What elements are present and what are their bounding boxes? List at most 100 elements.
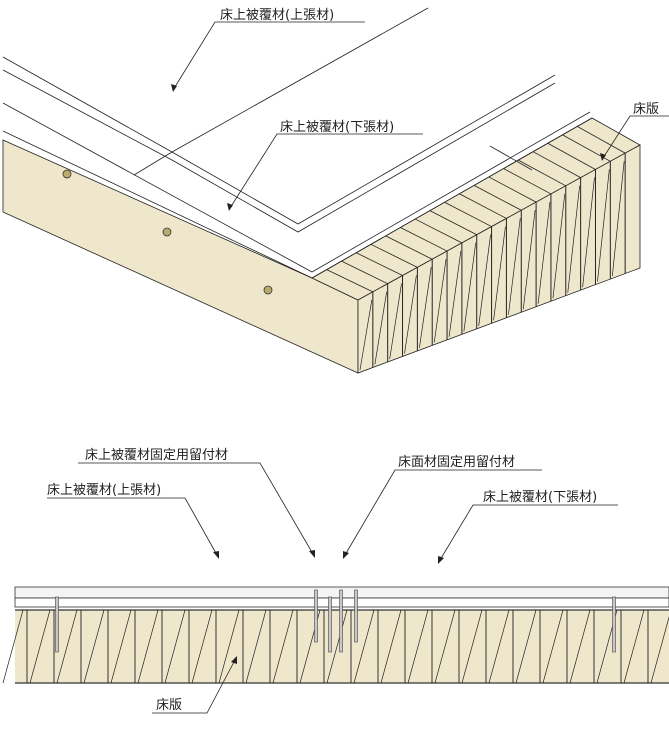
arrow-icon — [600, 153, 606, 161]
section-rib-diagonal — [434, 609, 456, 684]
leader-top-cover — [172, 21, 365, 91]
bottom-board-joint-left — [133, 151, 173, 176]
slab-rib-diagonal — [389, 283, 402, 360]
slab-rib-top — [488, 176, 537, 203]
section-rib-diagonal — [569, 609, 591, 684]
section-rib-diagonal — [2, 609, 24, 684]
slab-rib-top — [459, 193, 507, 219]
nail-icon — [354, 589, 358, 643]
slab-rib-diagonal — [537, 201, 551, 304]
slab-rib-top — [577, 126, 626, 154]
section-rib-diagonal — [542, 609, 564, 684]
leader-top-cover-section — [47, 497, 218, 556]
slab-rib-diagonal — [508, 218, 521, 315]
slab-rib-diagonal — [404, 275, 417, 354]
slab-rib-top — [444, 201, 492, 227]
leader-floor-fastener — [344, 469, 542, 556]
slab-rib-top — [518, 159, 566, 187]
section-rib-diagonal — [164, 609, 186, 684]
isometric-view: 床上被覆材(上張材) 床上被覆材(下張材) 床版 — [2, 7, 669, 374]
section-rib-diagonal — [326, 609, 348, 684]
slab-rib-top — [356, 252, 403, 276]
section-rib-diagonal — [56, 609, 78, 684]
slab-right-face — [357, 144, 641, 374]
slab-rib-top — [429, 210, 477, 236]
section-view: 床上被覆材固定用留付材 床面材固定用留付材 床上被覆材(上張材) 床上被覆材(下… — [2, 448, 669, 714]
leader-bottom-cover-section — [439, 504, 618, 561]
section-rib-diagonal — [461, 609, 483, 684]
bottom-board-joint-right — [489, 145, 533, 171]
section-rib-diagonal — [488, 609, 510, 684]
top-board-far-edge — [171, 7, 429, 153]
dowel-icon — [162, 227, 172, 237]
dowel-icon — [62, 169, 72, 179]
section-rib-diagonal — [407, 609, 429, 684]
section-rib-diagonal — [272, 609, 294, 684]
slab-rib-top — [400, 227, 448, 252]
section-nails — [55, 589, 616, 653]
slab-rib-diagonal — [359, 299, 373, 371]
slab-left-face — [2, 139, 359, 374]
nail-icon — [612, 596, 616, 653]
slab-rib-top — [370, 243, 418, 268]
arrow-icon — [309, 550, 315, 558]
slab-rib-diagonal — [552, 193, 566, 299]
slab-rib-diagonal — [433, 259, 447, 343]
arrow-icon — [213, 551, 219, 559]
bottom-board-edge-outer — [2, 102, 591, 273]
arrow-icon — [343, 551, 349, 559]
leader-floor-slab-section — [152, 659, 236, 714]
slab-rib-top — [341, 260, 388, 285]
leader-floor-slab — [602, 115, 669, 159]
slab-ribs — [326, 126, 626, 371]
slab-rib-top — [385, 235, 433, 260]
section-rib-diagonal — [245, 609, 267, 684]
label-top-cover-section: 床上被覆材(上張材) — [47, 483, 161, 498]
arrow-icon — [231, 656, 237, 664]
slab-rib-top — [503, 168, 552, 195]
label-bottom-cover: 床上被覆材(下張材) — [280, 120, 394, 135]
label-floor-fastener: 床面材固定用留付材 — [398, 455, 515, 470]
label-cover-fastener: 床上被覆材固定用留付材 — [85, 448, 228, 463]
section-rib-diagonal — [353, 609, 375, 684]
top-board-edge-inner — [2, 69, 556, 233]
arrow-icon — [171, 84, 177, 92]
slab-rib-diagonal — [611, 161, 625, 277]
section-rib-diagonal — [137, 609, 159, 684]
section-rib-diagonal — [623, 609, 645, 684]
slab-rib-top — [547, 142, 596, 170]
slab-rib-diagonal — [463, 242, 477, 332]
label-floor-slab: 床版 — [633, 102, 659, 117]
arrow-icon — [227, 203, 233, 211]
section-rib-diagonal — [191, 609, 213, 684]
section-rib-diagonal — [29, 609, 51, 684]
section-rib-diagonal — [83, 609, 105, 684]
section-rib-diagonal — [515, 609, 537, 684]
nail-icon — [314, 589, 318, 643]
section-rib-diagonal — [650, 615, 669, 684]
slab-rib-top — [326, 269, 374, 293]
section-rib-diagonal — [380, 609, 402, 684]
arrow-icon — [438, 556, 444, 564]
bottom-board-edge-inner — [2, 117, 593, 279]
slab-rib-diagonal — [448, 250, 462, 337]
slab-rib-top — [473, 185, 522, 211]
slab-rib-diagonal — [597, 169, 610, 282]
nail-icon — [55, 596, 59, 653]
nail-icon — [339, 589, 343, 653]
top-board-edge-outer — [2, 56, 556, 225]
section-rib-diagonal — [218, 609, 240, 684]
label-floor-slab-section: 床版 — [156, 698, 182, 713]
leader-cover-fastener — [78, 462, 314, 555]
nail-icon — [328, 596, 332, 653]
dowel-icon — [263, 285, 273, 295]
slab-rib-diagonal — [493, 226, 506, 321]
slab-rib-diagonal — [419, 267, 432, 348]
leader-bottom-cover — [229, 133, 423, 209]
slab-rib-diagonal — [374, 291, 388, 365]
label-top-cover: 床上被覆材(上張材) — [220, 8, 334, 23]
section-ribs — [2, 609, 669, 684]
label-bottom-cover-section: 床上被覆材(下張材) — [483, 490, 597, 505]
slab-rib-top — [414, 218, 463, 244]
